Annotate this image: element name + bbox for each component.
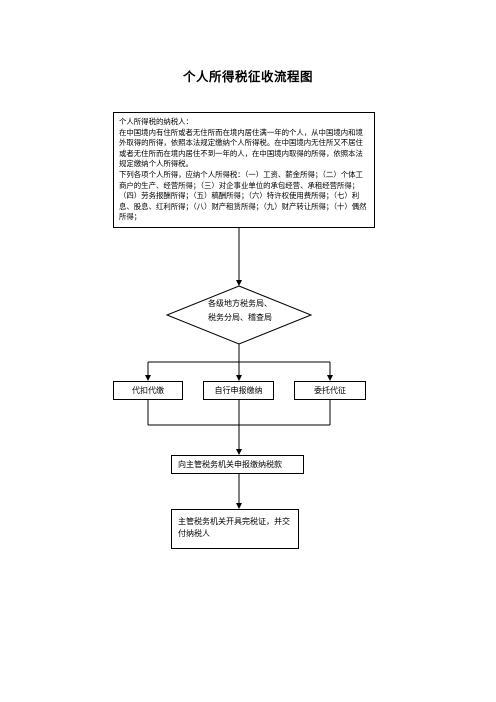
withholding-box: 代扣代缴 [113, 381, 183, 400]
info-line-income-items: 下列各项个人所得，应纳个人所得税：（一）工资、薪金所得；（二）个体工商户的生产、… [119, 169, 367, 222]
decision-label-line1: 各级地方税务局、 [208, 299, 272, 308]
entrusted-collection-box: 委托代征 [294, 381, 366, 400]
decision-label-line2: 税务分局、稽查局 [208, 313, 272, 322]
tax-certificate-box: 主管税务机关开具完税证，并交付纳税人 [171, 509, 299, 549]
decision-label: 各级地方税务局、 税务分局、稽查局 [180, 297, 300, 325]
info-line-heading: 个人所得税的纳税人： [119, 117, 193, 126]
page-title: 个人所得税征收流程图 [182, 69, 313, 84]
declare-payment-box: 向主管税务机关申报缴纳税款 [171, 455, 304, 474]
taxpayer-info-box: 个人所得税的纳税人： 在中国境内有住所或者无住所而在境内居住满一年的个人，从中国… [113, 112, 375, 228]
info-line-definition: 在中国境内有住所或者无住所而在境内居住满一年的个人，从中国境内和境外取得的所得，… [119, 127, 363, 169]
self-declare-box: 自行申报缴纳 [203, 381, 274, 400]
